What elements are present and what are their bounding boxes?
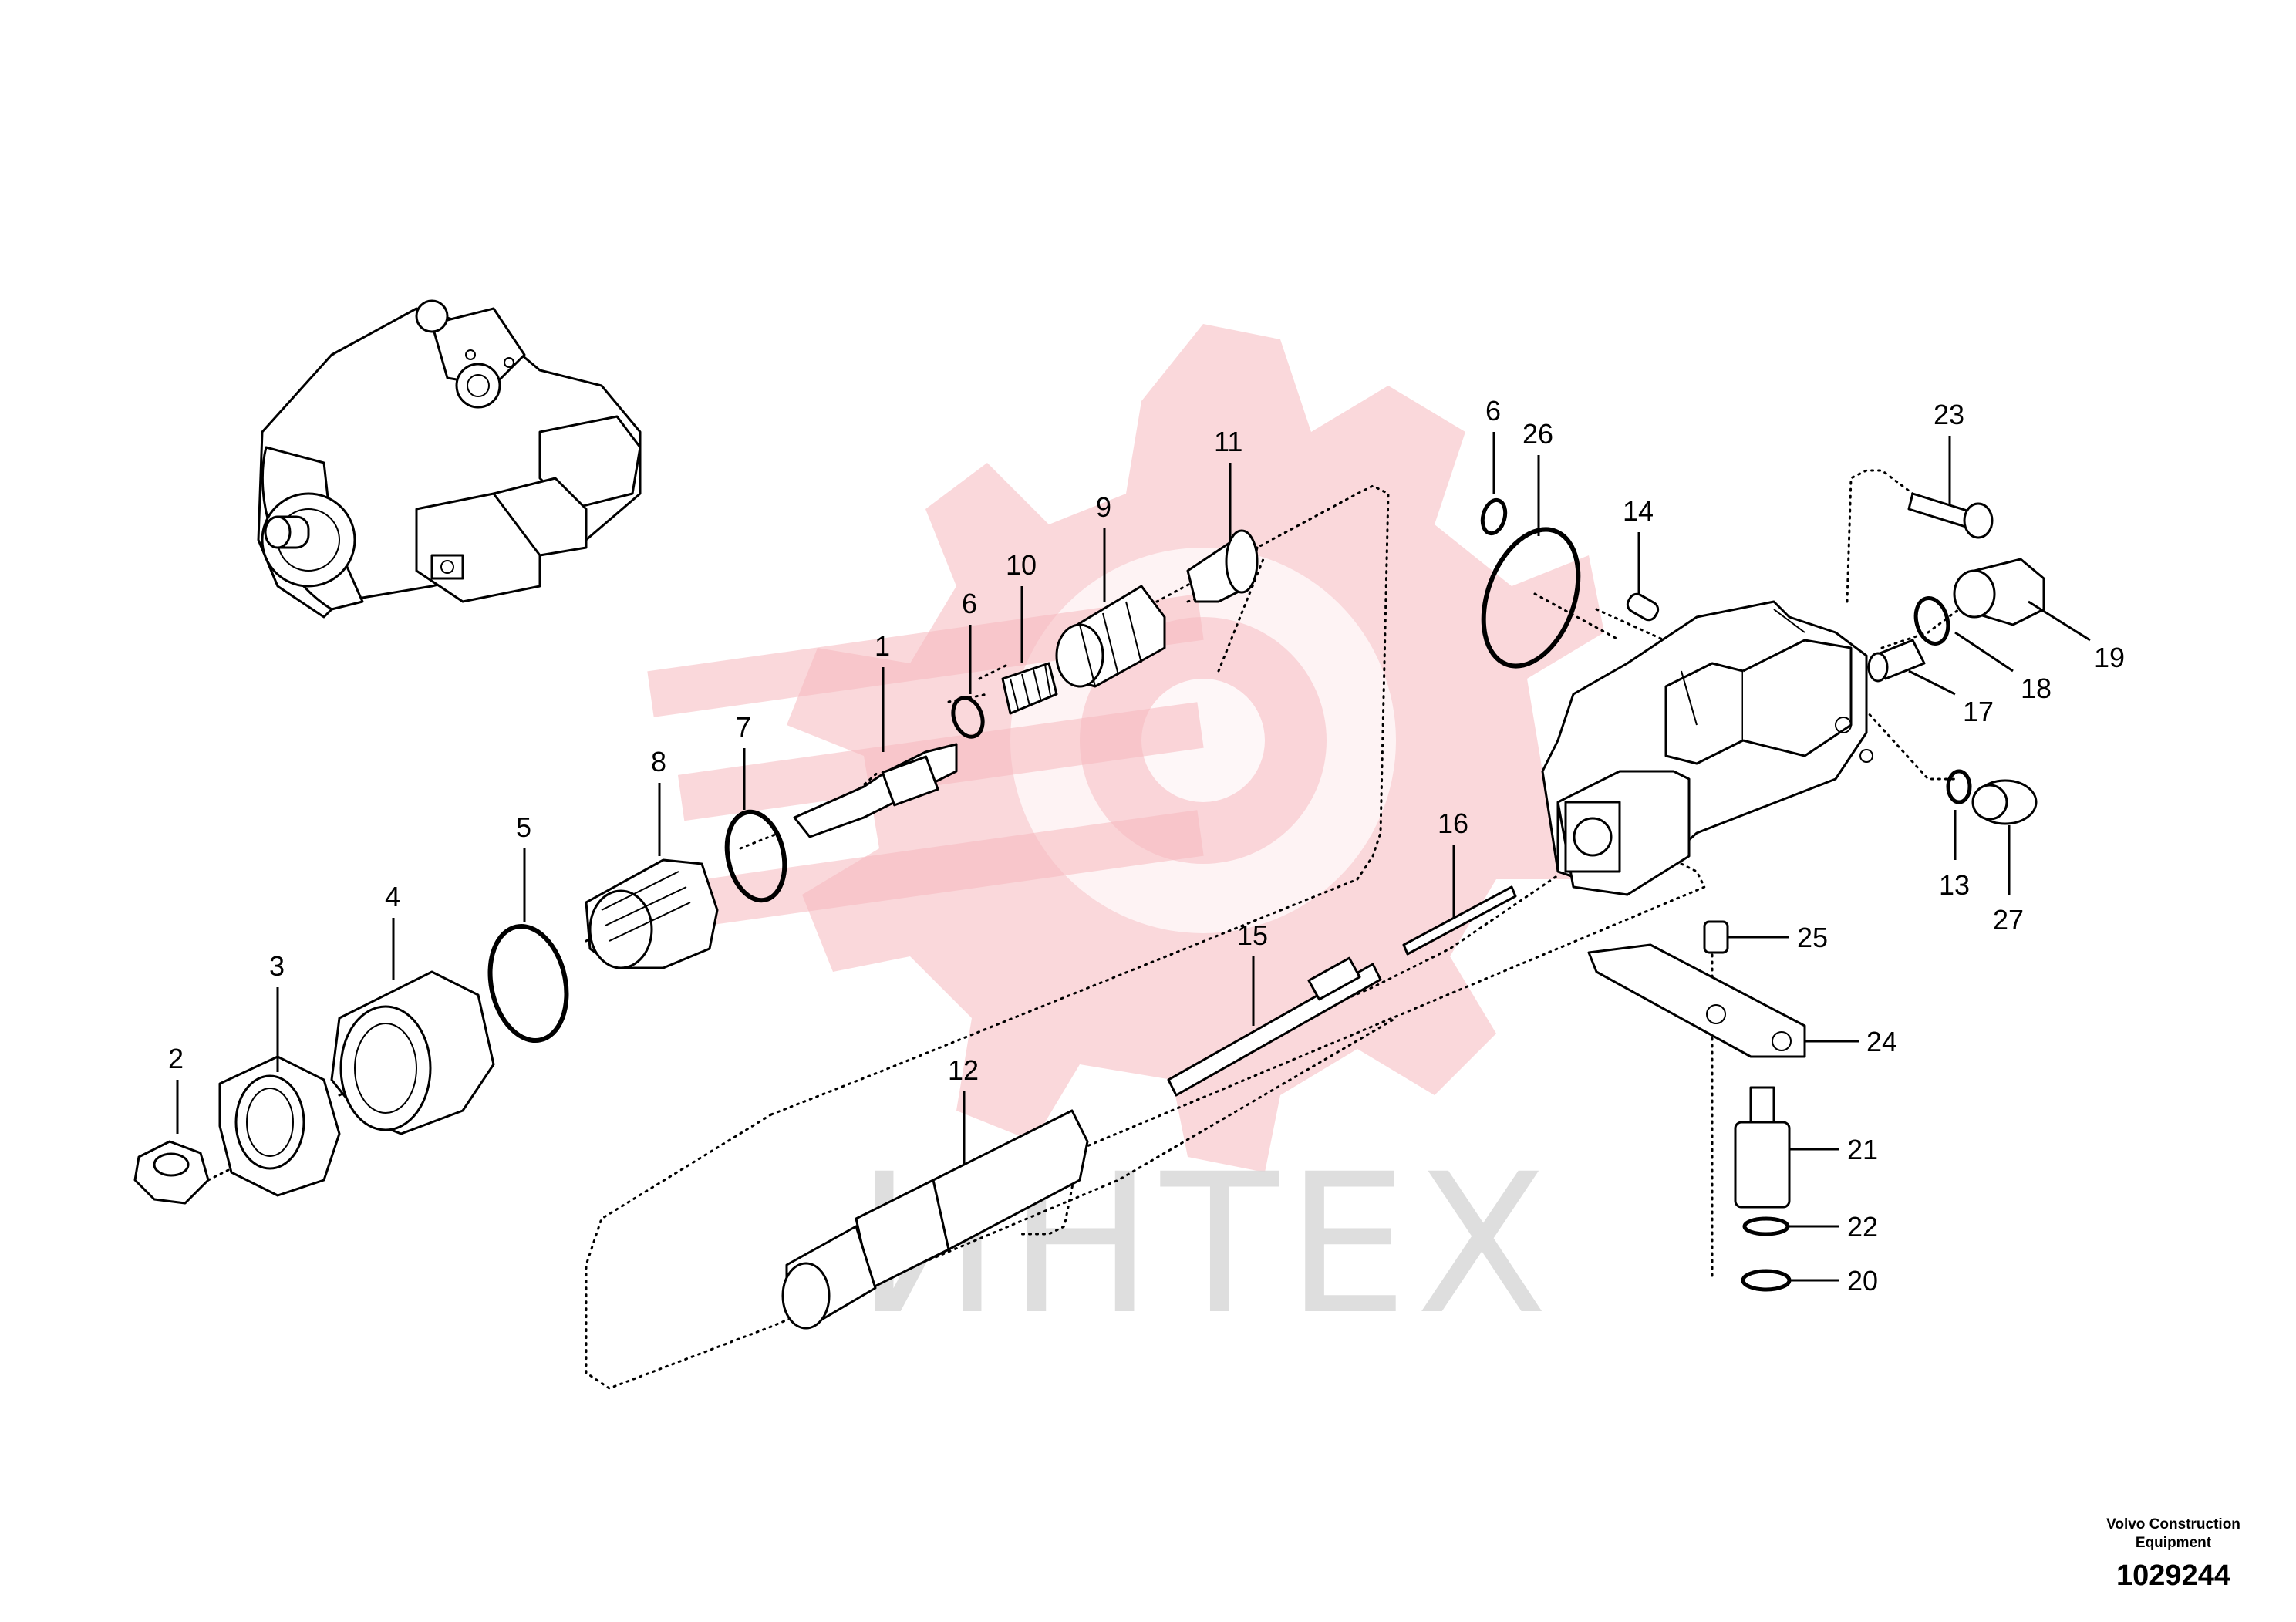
callout-22: 22	[1847, 1211, 1878, 1243]
callout-15: 15	[1237, 919, 1268, 951]
part-22-o-ring	[1742, 1216, 1790, 1236]
callout-13: 13	[1939, 869, 1970, 901]
part-10-spring-small	[1001, 662, 1058, 715]
part-7-o-ring	[724, 809, 787, 903]
drawing-number: 1029244	[2116, 1560, 2230, 1592]
part-27-plug	[1971, 779, 2038, 825]
callout-1: 1	[875, 630, 890, 662]
callout-labels: 2 3 4 5 8 7 1 6 10 9 11 12 15 16 6 26 14…	[168, 395, 2125, 1297]
callout-8: 8	[651, 746, 666, 777]
part-4-sleeve	[330, 970, 495, 1135]
callout-4: 4	[385, 881, 400, 912]
part-21-bushing	[1734, 1086, 1791, 1209]
callout-2: 2	[168, 1043, 184, 1074]
callout-14: 14	[1623, 495, 1654, 527]
valve-housing	[1541, 600, 1873, 896]
part-20-snap-ring	[1741, 1269, 1792, 1292]
callout-21: 21	[1847, 1134, 1878, 1165]
callout-3: 3	[269, 950, 285, 982]
callout-26: 26	[1522, 418, 1553, 450]
part-1-spool	[793, 743, 958, 838]
callout-11: 11	[1214, 426, 1242, 457]
part-9-spring-large	[1055, 585, 1166, 688]
part-17-orifice	[1867, 639, 1926, 683]
footer-brand-line2: Equipment	[2136, 1535, 2212, 1551]
callout-6-lower: 6	[962, 588, 977, 619]
callout-24: 24	[1866, 1026, 1897, 1057]
callout-6-upper: 6	[1485, 395, 1501, 427]
footer-brand-block: Volvo Construction Equipment 1029244	[2106, 1516, 2240, 1592]
part-12-sleeve	[781, 1109, 1089, 1330]
callout-12: 12	[948, 1054, 979, 1086]
part-2-hex-nut	[133, 1140, 210, 1205]
callout-23: 23	[1934, 399, 1964, 430]
part-15-shaft	[1167, 956, 1382, 1097]
callout-10: 10	[1006, 549, 1037, 581]
part-8-spring-guide	[585, 858, 719, 969]
pump-assembly-thumbnail	[257, 299, 642, 619]
callout-19: 19	[2094, 642, 2125, 673]
callout-17: 17	[1963, 696, 1994, 727]
part-5-o-ring	[487, 923, 569, 1044]
part-11-spring-seat	[1186, 529, 1259, 603]
part-16-pin	[1402, 885, 1517, 956]
callout-27: 27	[1993, 904, 2024, 936]
callout-9: 9	[1096, 491, 1111, 523]
watermark-gear-logo	[647, 324, 1620, 1172]
callout-18: 18	[2021, 673, 2052, 704]
part-18-o-ring	[1913, 596, 1950, 646]
part-23-cap-screw	[1907, 492, 1994, 539]
part-14-pin	[1626, 592, 1660, 622]
callout-5: 5	[516, 811, 531, 843]
part-6-o-ring-small	[951, 696, 985, 739]
part-25-pin	[1703, 920, 1729, 954]
part-3-large-nut	[218, 1055, 341, 1197]
part-26-o-ring	[1481, 527, 1581, 669]
callout-7: 7	[736, 711, 751, 743]
callout-20: 20	[1847, 1265, 1878, 1297]
part-13-o-ring	[1946, 769, 1972, 804]
part-19-plug	[1953, 558, 2045, 626]
part-6-o-ring-upper	[1480, 497, 1508, 536]
callout-25: 25	[1797, 922, 1828, 953]
callout-16: 16	[1438, 808, 1468, 839]
leader-lines	[176, 432, 2091, 1282]
part-24-lever	[1587, 943, 1806, 1058]
footer-brand-line1: Volvo Construction	[2106, 1516, 2240, 1533]
